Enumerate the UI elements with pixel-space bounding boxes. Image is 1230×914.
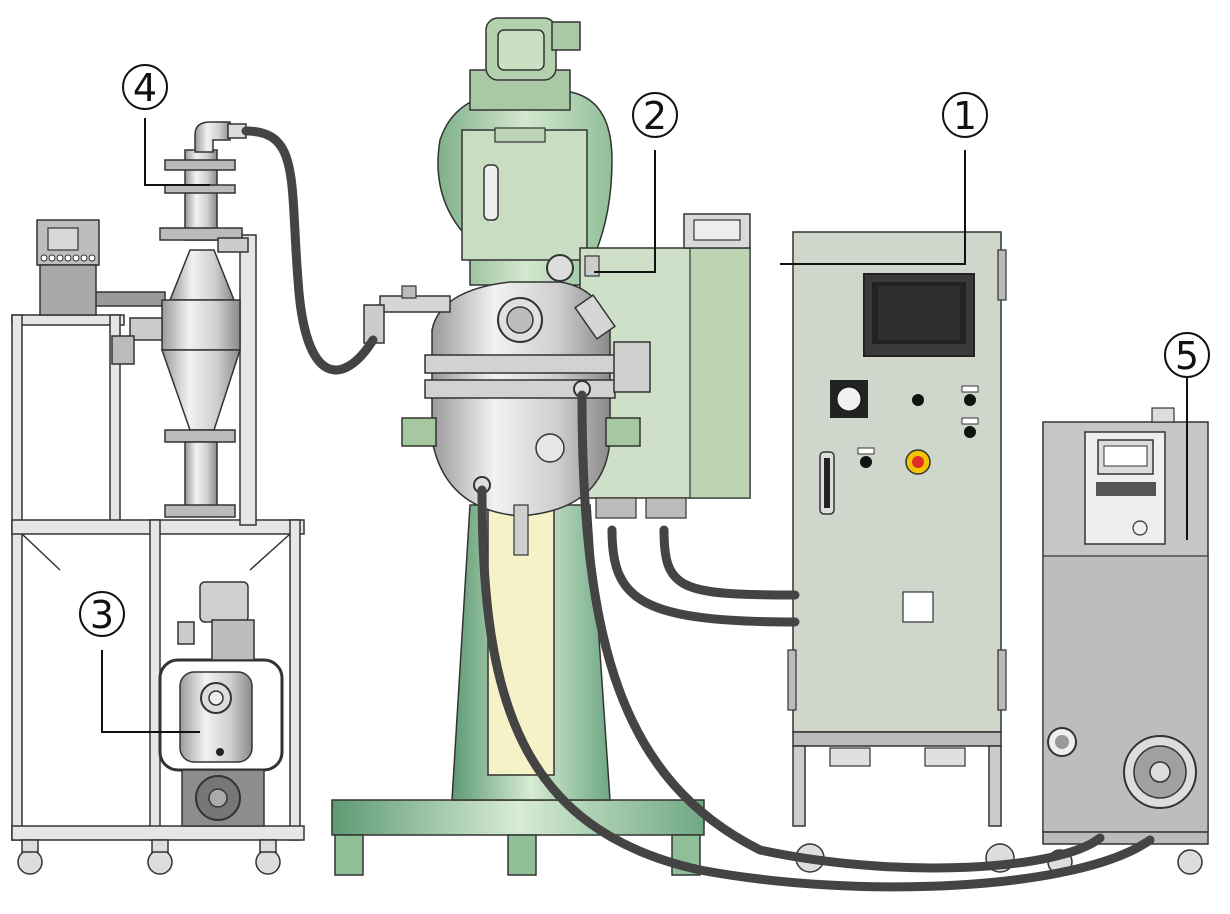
controller-box bbox=[36, 219, 100, 316]
control-cabinet bbox=[787, 231, 1015, 873]
callout-2-label: 2 bbox=[643, 94, 667, 138]
callout-4-label: 4 bbox=[133, 66, 157, 110]
callout-5: 5 bbox=[1164, 332, 1210, 378]
callout-1-label: 1 bbox=[953, 94, 977, 138]
chiller-hose-b bbox=[577, 390, 1105, 873]
vacuum-pump bbox=[158, 581, 284, 827]
hoses bbox=[241, 126, 1155, 892]
callout-3: 3 bbox=[79, 591, 125, 637]
callout-4: 4 bbox=[122, 64, 168, 110]
reactor-base bbox=[331, 504, 705, 876]
callout-1: 1 bbox=[942, 92, 988, 138]
vacuum-hose bbox=[241, 126, 378, 375]
cyclone-separator bbox=[111, 121, 249, 518]
callout-lines bbox=[101, 118, 1188, 733]
callout-3-label: 3 bbox=[90, 593, 114, 637]
chiller-unit bbox=[1042, 407, 1209, 875]
drive-housing bbox=[437, 17, 613, 286]
cable-1 bbox=[607, 525, 800, 627]
cyclone-stand bbox=[11, 234, 305, 875]
callout-2: 2 bbox=[632, 92, 678, 138]
callout-5-label: 5 bbox=[1175, 334, 1199, 378]
cable-2 bbox=[659, 525, 800, 600]
chiller-hose-a bbox=[477, 485, 1155, 892]
